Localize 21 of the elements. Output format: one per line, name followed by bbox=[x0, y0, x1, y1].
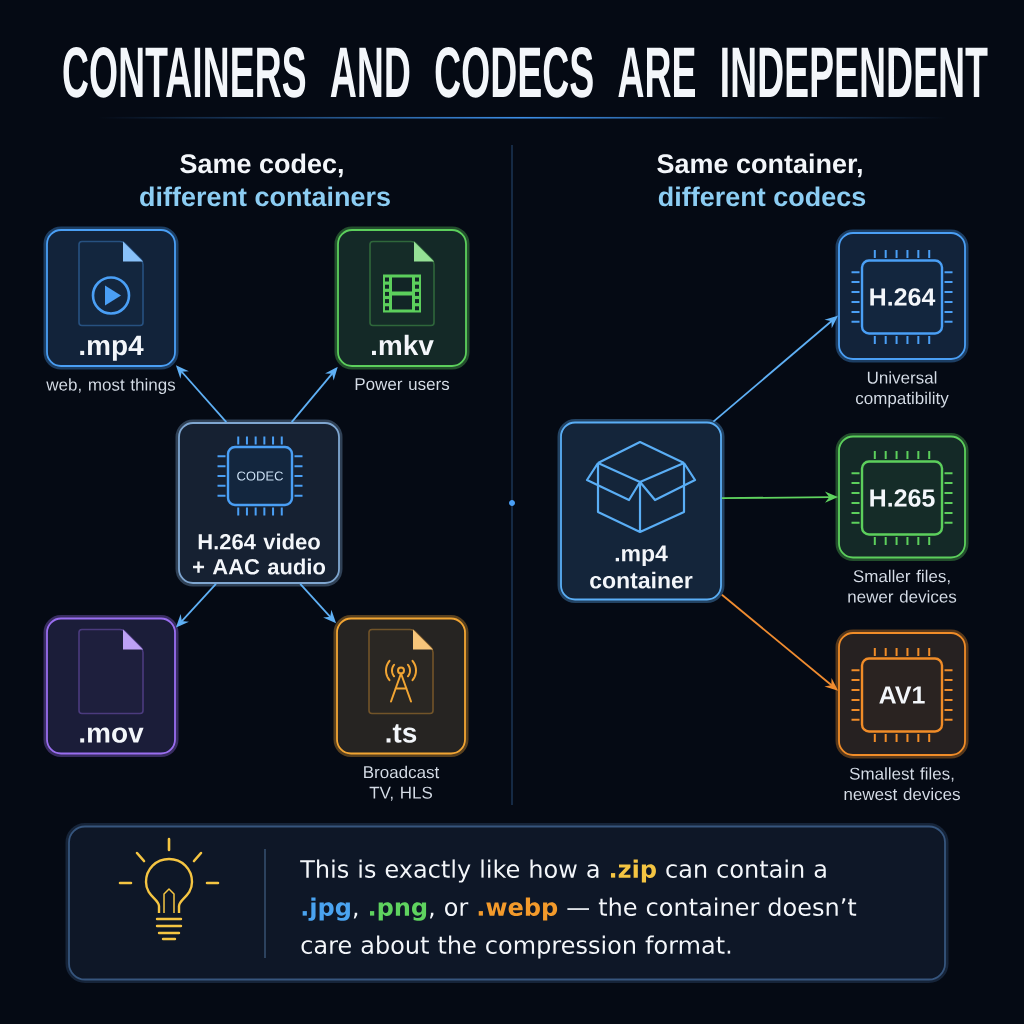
node-label: Broadcast TV, HLS bbox=[364, 765, 440, 801]
format-card: .ts bbox=[333, 615, 469, 757]
section-heading: different containers bbox=[140, 186, 390, 207]
node-label: Universal compatibility bbox=[855, 371, 949, 408]
codec-card: H.264 bbox=[835, 229, 969, 363]
node-label: Smaller files, newer devices bbox=[848, 569, 957, 603]
note-box: This is exactly like how a .zip can contain a .jpg, .png, or .webp — the container doesn’t care about the compression format. bbox=[65, 823, 949, 983]
format-card: .mkv bbox=[334, 226, 470, 370]
section-heading: Same container, bbox=[657, 153, 862, 178]
codec-card: AV1 bbox=[835, 629, 969, 759]
section-heading: different codecs bbox=[658, 186, 866, 207]
format-card: .mov bbox=[43, 615, 179, 757]
container-card: .mp4 container bbox=[557, 419, 725, 603]
node-label: web, most things bbox=[46, 378, 176, 395]
title: CONTAINERS AND CODECS ARE INDEPENDENT bbox=[63, 47, 988, 98]
format-card: .mp4 bbox=[43, 226, 179, 370]
codec-card: H.265 bbox=[835, 433, 969, 561]
node-label: Smallest files, newest devices bbox=[844, 767, 960, 801]
section-heading: Same codec, bbox=[180, 153, 343, 178]
codec-card: CODEC H.264 video + AAC audio bbox=[175, 419, 343, 587]
node-label: Power users bbox=[355, 378, 450, 391]
